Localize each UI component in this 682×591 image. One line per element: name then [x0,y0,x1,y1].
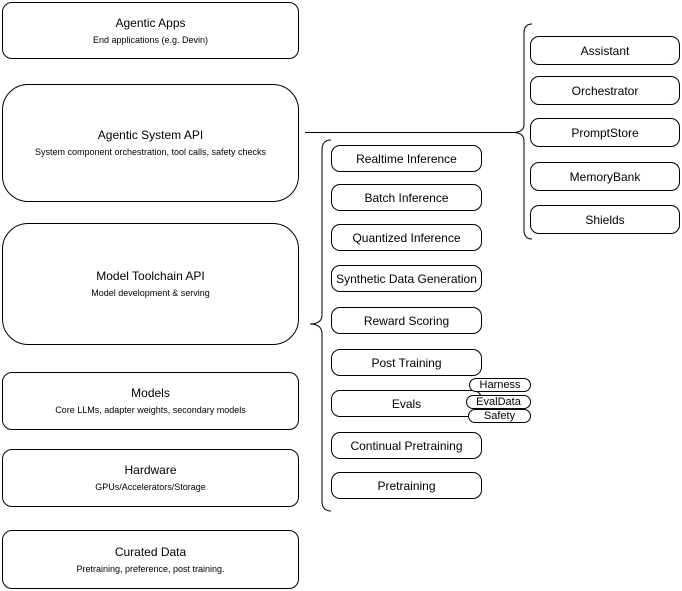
node-label: Orchestrator [571,83,639,98]
node-label: Assistant [580,43,630,58]
node-label: Reward Scoring [363,313,450,328]
node-label: PromptStore [571,125,639,140]
node-curated-data: Curated Data Pretraining, preference, po… [2,530,299,589]
node-label: Realtime Inference [356,151,457,166]
node-title: Hardware [124,463,177,477]
node-realtime-inference: Realtime Inference [331,145,482,172]
node-label: Pretraining [377,478,436,493]
node-assistant: Assistant [530,36,680,65]
node-subtitle: GPUs/Accelerators/Storage [95,482,206,492]
node-subtitle: Core LLMs, adapter weights, secondary mo… [55,405,246,415]
pill-evals-safety: Safety [468,409,531,423]
node-label: Synthetic Data Generation [336,271,477,286]
node-label: Evals [391,396,422,411]
node-subtitle: Pretraining, preference, post training. [76,563,225,574]
node-subtitle: End applications (e.g. Devin) [92,34,209,45]
node-agentic-apps: Agentic Apps End applications (e.g. Devi… [2,2,299,59]
node-shields: Shields [530,205,680,234]
node-hardware: Hardware GPUs/Accelerators/Storage [2,449,299,507]
node-evals: Evals [331,390,482,417]
node-title: Agentic Apps [115,15,186,30]
node-label: Shields [585,212,625,227]
node-orchestrator: Orchestrator [530,76,680,105]
node-synthetic-data-generation: Synthetic Data Generation [331,265,482,292]
node-pretraining: Pretraining [331,472,482,499]
toolchain-curly-brace [309,139,332,512]
node-reward-scoring: Reward Scoring [331,307,482,334]
node-label: Quantized Inference [352,230,461,245]
node-label: Continual Pretraining [350,438,463,453]
pill-label: Safety [483,410,516,422]
pill-evals-harness: Harness [469,378,531,392]
node-agentic-system-api: Agentic System API System component orch… [2,84,299,202]
node-subtitle: System component orchestration, tool cal… [34,147,267,157]
node-title: Models [131,386,170,400]
node-label: MemoryBank [569,169,641,184]
pill-label: Harness [479,379,521,391]
node-title: Curated Data [114,544,187,559]
node-quantized-inference: Quantized Inference [331,224,482,251]
node-subtitle: Model development & serving [91,288,210,298]
node-label: Batch Inference [364,190,449,205]
node-title: Agentic System API [97,128,204,142]
node-title: Model Toolchain API [96,269,205,283]
pill-label: EvalData [476,396,521,408]
pill-evals-evaldata: EvalData [466,395,531,409]
node-post-training: Post Training [331,349,482,376]
node-label: Post Training [371,355,442,370]
node-promptstore: PromptStore [530,118,680,147]
node-models: Models Core LLMs, adapter weights, secon… [2,372,299,430]
node-continual-pretraining: Continual Pretraining [331,432,482,459]
node-model-toolchain-api: Model Toolchain API Model development & … [2,223,299,345]
node-batch-inference: Batch Inference [331,184,482,211]
node-memorybank: MemoryBank [530,162,680,191]
